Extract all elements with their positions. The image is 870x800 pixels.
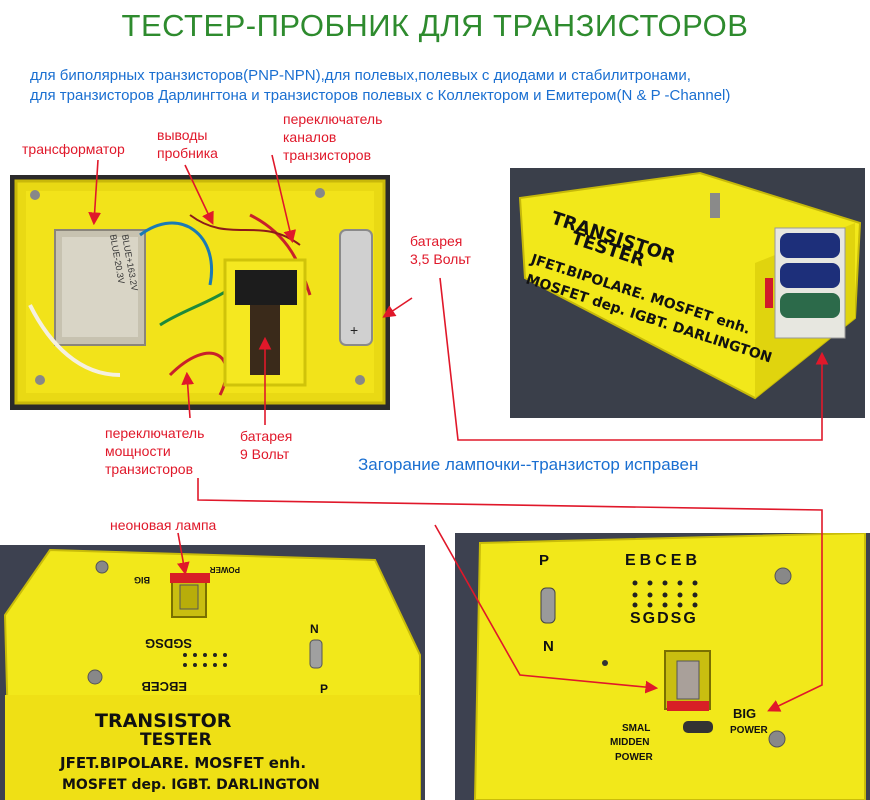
photo-open-box: BLUE-20.3V BLUE+163.2V + (10, 175, 390, 410)
label-battery-9v: батарея 9 Вольт (240, 428, 293, 462)
top-power-word-big: POWER (730, 725, 769, 736)
svg-text:+: + (350, 322, 358, 338)
battery-9v-compartment (223, 258, 307, 387)
status-text: Загорание лампочки--транзистор исправен (358, 455, 699, 474)
front-switch-p: P (320, 682, 328, 696)
front-pins-top: EBCEB (141, 679, 187, 694)
front-power-word: POWER (210, 565, 240, 574)
subtitle-line-1: для биполярных транзисторов(PNP-NPN),для… (30, 67, 691, 84)
front-power-big: BIG (134, 575, 150, 585)
photo-side-view: TRANSISTOR TESTER JFET.BIPOLARE. MOSFET … (510, 168, 865, 418)
label-neon-lamp: неоновая лампа (110, 517, 217, 533)
front-types-line-1: JFET.BIPOLARE. MOSFET enh. (59, 754, 306, 772)
battery-35v: + (339, 229, 373, 346)
photo-front-view: BIG POWER SGDSG EBCEB N P TRANSISTOR TES… (0, 545, 425, 800)
front-types-line-2: MOSFET dep. IGBT. DARLINGTON (62, 777, 320, 793)
front-switch-n: N (310, 622, 319, 636)
page-title: ТЕСТЕР-ПРОБНИК ДЛЯ ТРАНЗИСТОРОВ (121, 8, 749, 43)
label-power-switch: переключатель мощности транзисторов (105, 425, 205, 477)
top-switch-n: N (543, 638, 554, 655)
photo-top-view: P N EBCEB SGDSG SMAL MIDDEN POWER BIG PO… (455, 533, 870, 800)
top-pins-top: EBCEB (625, 552, 701, 569)
subtitle-line-2: для транзисторов Дарлингтона и транзисто… (30, 87, 731, 104)
top-power-word-small: POWER (615, 752, 654, 763)
top-power-midden: MIDDEN (610, 737, 649, 748)
label-transformer: трансформатор (22, 141, 125, 157)
front-brand-line-1: TRANSISTOR (95, 710, 232, 732)
top-power-big: BIG (733, 706, 756, 721)
label-channel-switch: переключатель каналов транзисторов (283, 111, 383, 163)
label-battery-35v: батарея 3,5 Вольт (410, 233, 471, 267)
top-pins-bottom: SGDSG (630, 610, 698, 627)
front-pins-bottom: SGDSG (145, 636, 192, 651)
top-power-small: SMAL (622, 723, 650, 734)
transformer: BLUE-20.3V BLUE+163.2V (54, 229, 146, 346)
front-brand-line-2: TESTER (140, 730, 212, 750)
top-switch-p: P (539, 552, 549, 569)
label-probe-leads: выводы пробника (157, 127, 218, 161)
